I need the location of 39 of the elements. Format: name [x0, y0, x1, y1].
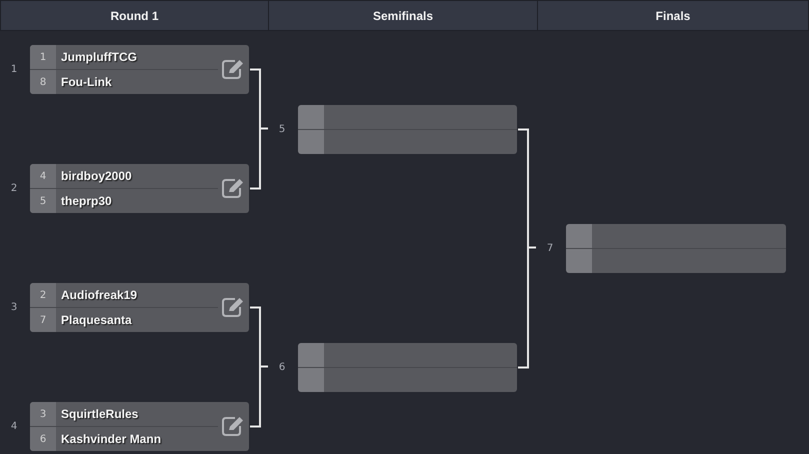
- player-name: JumpluffTCG: [61, 50, 137, 64]
- match-number: 3: [10, 302, 18, 314]
- seed-number: 5: [30, 189, 56, 213]
- match-card: [30, 402, 249, 451]
- round-title: Finals: [656, 8, 690, 22]
- round-title: Round 1: [110, 8, 158, 22]
- match-number: 7: [546, 242, 554, 254]
- player-name: SquirtleRules: [61, 407, 138, 421]
- match-number: 2: [10, 182, 18, 194]
- column-header: [0, 0, 269, 31]
- match-card: [298, 343, 517, 392]
- player-name: theprp30: [61, 194, 112, 208]
- seed-number: 2: [30, 283, 56, 307]
- bracket-line: [518, 246, 536, 368]
- seed-number: 4: [30, 164, 56, 188]
- player-name: Plaquesanta: [61, 313, 132, 327]
- player-name: birdboy2000: [61, 169, 132, 183]
- column-header: [268, 0, 538, 31]
- match-card: [298, 105, 517, 154]
- player-name: Kashvinder Mann: [61, 432, 162, 446]
- player-name: Audiofreak19: [61, 288, 138, 302]
- seed-number: 1: [30, 45, 56, 69]
- bracket-line: [250, 366, 268, 428]
- seed-number: 3: [30, 402, 56, 426]
- round-title: Semifinals: [372, 8, 434, 22]
- match-card: [30, 164, 249, 213]
- seed-number: 6: [30, 427, 56, 451]
- seed-number: 7: [30, 308, 56, 332]
- seed-number: 8: [30, 70, 56, 94]
- match-card: [30, 45, 249, 94]
- match-number: 1: [10, 64, 18, 76]
- match-number: 5: [278, 124, 286, 136]
- match-number: 6: [278, 362, 286, 374]
- player-name: Fou-Link: [61, 75, 112, 89]
- bracket-line: [250, 128, 268, 190]
- column-header: [537, 0, 809, 31]
- match-number: 4: [10, 420, 18, 432]
- match-card: [566, 224, 786, 273]
- match-card: [30, 283, 249, 332]
